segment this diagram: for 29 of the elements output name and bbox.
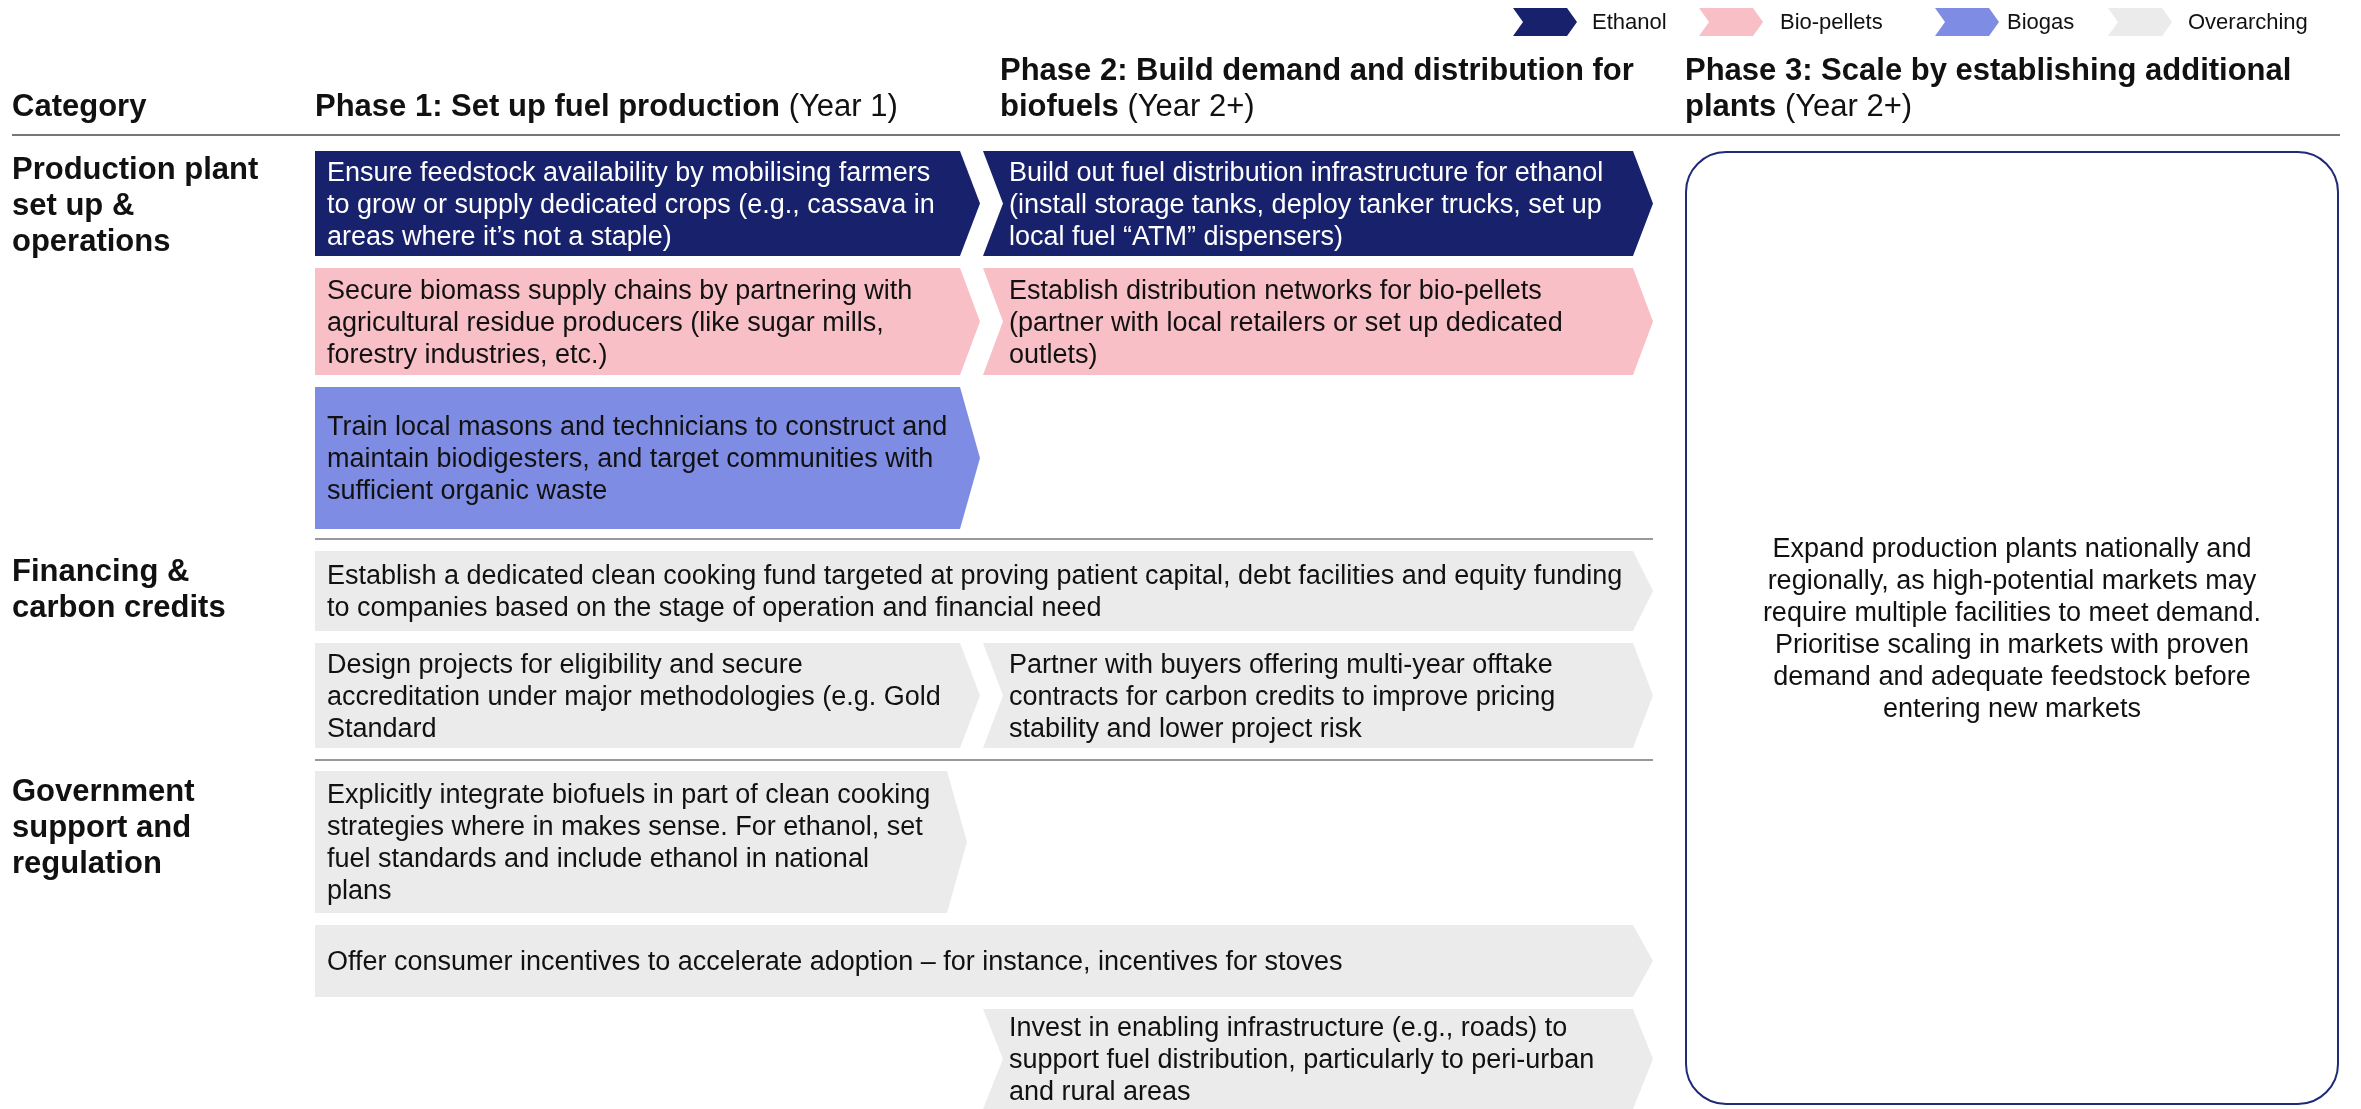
action-text: Explicitly integrate biofuels in part of clean cooking strategies where in makes sense. For ethanol, set fuel standards and include ethanol in national plans <box>327 778 932 906</box>
roadmap-step-tag <box>315 387 980 529</box>
row-header: Financing & carbon credits <box>12 553 227 625</box>
roadmap-step-tag <box>315 268 980 375</box>
legend-label: Overarching <box>2188 9 2308 35</box>
action-text: Establish distribution networks for bio-pellets (partner with local retailers or set up dedicated outlets) <box>1009 273 1564 370</box>
summary-panel <box>1685 151 2339 1105</box>
roadmap-step-tag <box>983 268 1653 375</box>
action-text: Offer consumer incentives to accelerate adoption – for instance, incentives for stoves <box>327 945 1343 977</box>
legend-label: Ethanol <box>1592 9 1667 35</box>
action-text: Secure biomass supply chains by partnering with agricultural residue producers (like sugar mills, forestry industries, etc.) <box>327 273 914 370</box>
action-text: Train local masons and technicians to construct and maintain biodigesters, and target communities with sufficient organic waste <box>327 410 949 506</box>
action-text: Establish a dedicated clean cooking fund targeted at proving patient capital, debt facilities and equity funding to companies based on the stage of operation and financial need <box>327 559 1624 623</box>
phase-header: Phase 2: Build demand and distribution for biofuels (Year 2+) <box>1000 52 1635 124</box>
roadmap-step-tag <box>315 151 980 256</box>
legend-label: Bio-pellets <box>1780 9 1883 35</box>
row-header: Production plant set up & operations <box>12 151 260 259</box>
roadmap-step-tag <box>983 151 1653 256</box>
row-header: Government support and regulation <box>12 773 196 881</box>
action-text: Design projects for eligibility and secure accreditation under major methodologies (e.g. Gold Standard <box>327 647 942 744</box>
column-header: Category <box>12 87 148 124</box>
action-text: Ensure feedstock availability by mobilising farmers to grow or supply dedicated crops (e.g., cassava in areas where it’s not a staple) <box>327 155 936 252</box>
action-text: Expand production plants nationally and regionally, as high-potential markets may require multiple facilities to meet demand. Prioritise scaling in markets with proven demand and adequate feedstock before entering new markets <box>1761 532 2263 724</box>
action-text: Partner with buyers offering multi-year offtake contracts for carbon credits to improve pricing stability and lower project risk <box>1009 647 1557 744</box>
legend-label: Biogas <box>2007 9 2075 35</box>
action-text: Build out fuel distribution infrastructure for ethanol (install storage tanks, deploy tanker trucks, set up local fuel “ATM” dispensers) <box>1009 155 1605 252</box>
phase-header: Phase 1: Set up fuel production (Year 1) <box>315 88 898 124</box>
action-text: Invest in enabling infrastructure (e.g., roads) to support fuel distribution, particularly to peri-urban and rural areas <box>1009 1011 1596 1107</box>
phase-header: Phase 3: Scale by establishing additional plants (Year 2+) <box>1685 52 2293 124</box>
